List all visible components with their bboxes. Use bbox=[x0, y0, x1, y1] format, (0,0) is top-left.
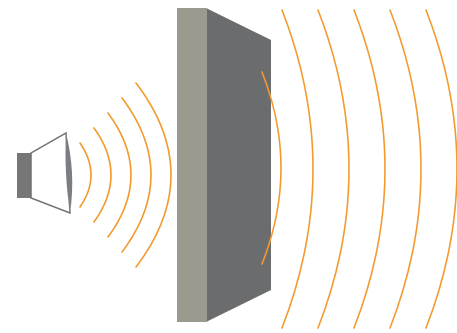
loudspeaker-icon bbox=[17, 133, 72, 213]
incident-sound-waves bbox=[80, 83, 171, 267]
transmitted-wave-arc bbox=[318, 10, 349, 328]
wall-panel bbox=[177, 8, 271, 322]
wall-front-face bbox=[177, 8, 207, 322]
incident-wave-arc bbox=[136, 83, 171, 267]
transmitted-wave-arc bbox=[390, 10, 421, 328]
incident-wave-arc bbox=[80, 143, 91, 207]
transmitted-wave-arc bbox=[282, 10, 313, 328]
speaker-cone bbox=[31, 133, 70, 213]
incident-wave-arc bbox=[122, 98, 151, 252]
wall-side-face bbox=[206, 8, 271, 322]
transmitted-wave-arc bbox=[426, 10, 457, 328]
speaker-magnet bbox=[17, 153, 31, 198]
transmitted-wave-arc bbox=[354, 10, 385, 328]
transmitted-sound-waves bbox=[262, 10, 457, 328]
incident-wave-arc bbox=[94, 128, 111, 222]
